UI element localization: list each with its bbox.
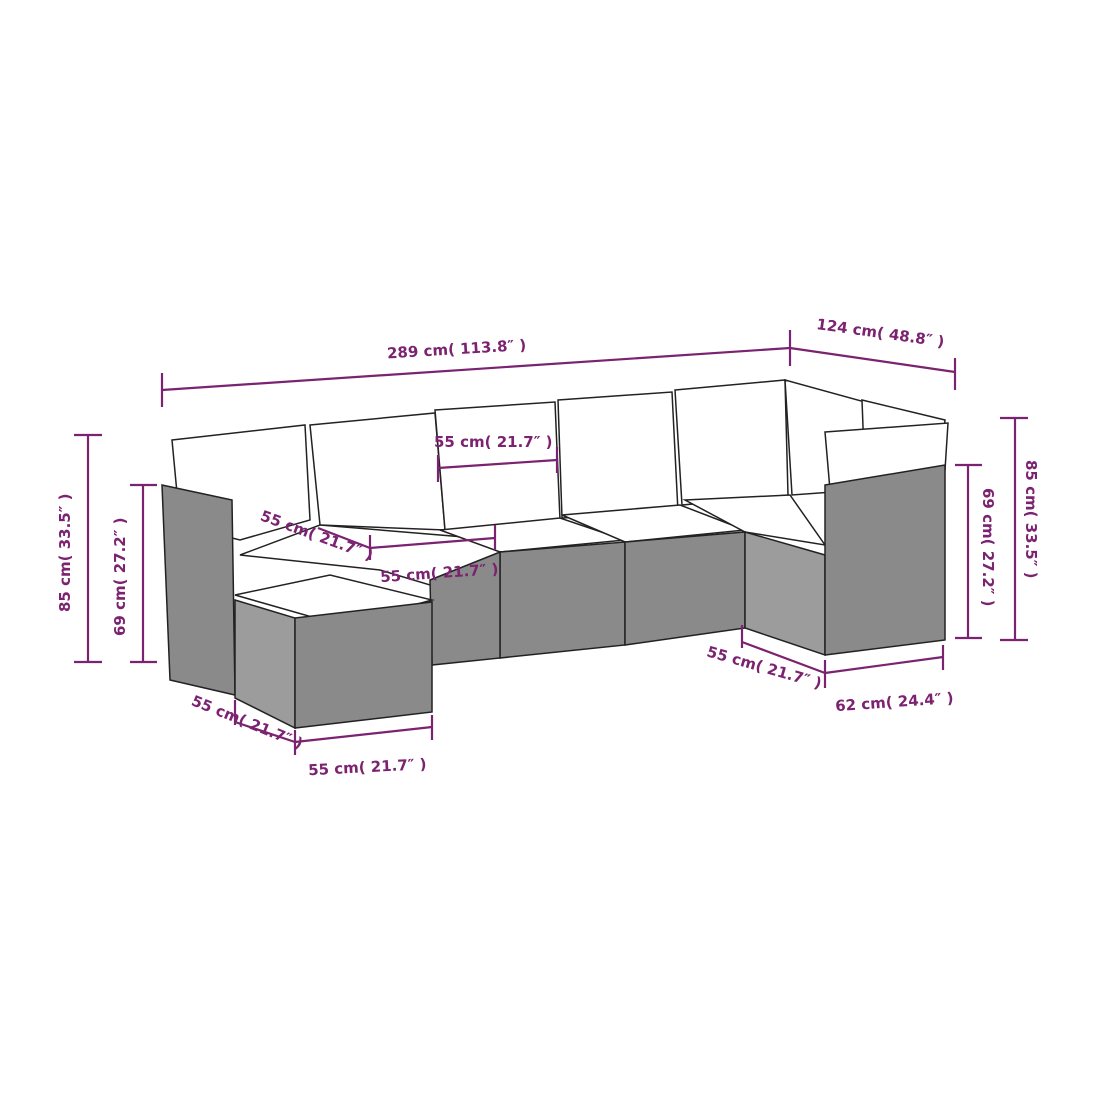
- footstool-width-label: 55 cm( 21.7″ ): [308, 755, 427, 779]
- dimension-lines: [74, 330, 1028, 755]
- right-armrest: [824, 464, 946, 656]
- seat-module-base: [624, 531, 746, 646]
- corner-depth-label: 124 cm( 48.8″ ): [815, 315, 945, 351]
- left-total-height-label: 85 cm( 33.5″ ): [56, 494, 74, 612]
- back-cushion: [674, 379, 789, 506]
- right-armrest-height-label: 69 cm( 27.2″ ): [979, 488, 997, 606]
- back-cushion-width-label: 55 cm( 21.7″ ): [434, 433, 552, 451]
- back-cushion: [309, 412, 446, 531]
- left-seat-height-label: 69 cm( 27.2″ ): [111, 518, 129, 636]
- corner-module-base: [744, 531, 826, 657]
- footstool-side: [234, 598, 296, 730]
- right-module-width-label: 62 cm( 24.4″ ): [835, 689, 954, 715]
- left-armrest: [161, 484, 236, 696]
- seat-module-base: [499, 541, 626, 659]
- sofa-illustration: [161, 378, 949, 730]
- total-width-label: 289 cm( 113.8″ ): [387, 336, 527, 362]
- footstool-front: [294, 601, 433, 729]
- right-total-height-label: 85 cm( 33.5″ ): [1022, 460, 1040, 578]
- back-cushion: [557, 391, 679, 519]
